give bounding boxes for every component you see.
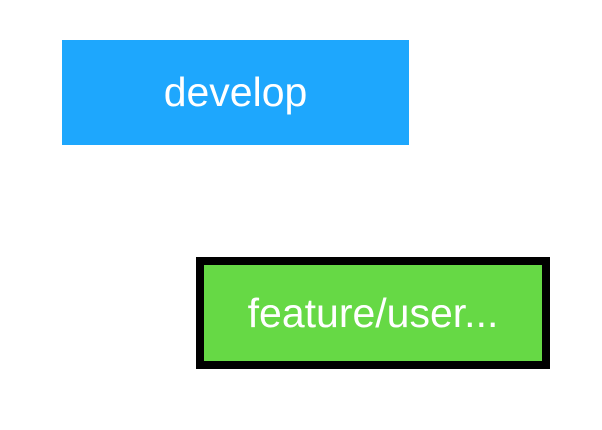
branch-node-develop[interactable]: develop — [62, 40, 409, 145]
branch-label-develop: develop — [163, 69, 308, 115]
branch-node-feature-selected[interactable]: feature/user... — [196, 257, 550, 369]
branch-label-feature: feature/user... — [247, 289, 499, 336]
